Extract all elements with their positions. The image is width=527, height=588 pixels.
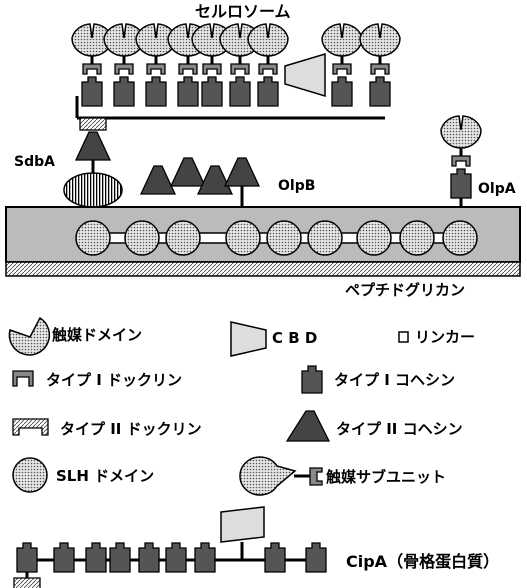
legend-cbd: C B D bbox=[272, 329, 317, 347]
legend: 触媒ドメイン C B D リンカー タイプ I ドックリン タイプ I コヘシン… bbox=[8, 316, 475, 496]
label-olpB: OlpB bbox=[278, 178, 315, 194]
legend-type1-cohesin-icon bbox=[301, 365, 323, 394]
label-olpA: OlpA bbox=[478, 181, 516, 197]
legend-slh-icon bbox=[12, 457, 48, 493]
cellulosome-title: セルロソーム bbox=[195, 2, 291, 21]
legend-type2-cohesin-icon bbox=[285, 410, 331, 442]
legend-type1-dockerin: タイプ I ドックリン bbox=[46, 371, 182, 389]
legend-linker-icon bbox=[398, 331, 409, 343]
legend-cbd-icon bbox=[230, 321, 267, 357]
slh-domains bbox=[75, 220, 478, 256]
label-cipA: CipA（骨格蛋白質） bbox=[346, 552, 499, 571]
legend-type2-dockerin: タイプ II ドックリン bbox=[60, 420, 202, 438]
peptidoglycan-layer bbox=[5, 261, 521, 277]
legend-catalytic-domain: 触媒ドメイン bbox=[52, 326, 142, 344]
legend-linker: リンカー bbox=[415, 328, 475, 346]
cipA-scaffold bbox=[13, 506, 327, 588]
label-sdbA: SdbA bbox=[14, 154, 55, 170]
legend-type1-dockerin-icon bbox=[12, 370, 34, 387]
label-peptidoglycan: ペプチドグリカン bbox=[345, 281, 465, 299]
legend-catalytic-icon bbox=[8, 316, 51, 356]
legend-catalytic-subunit: 触媒サブユニット bbox=[326, 468, 446, 486]
legend-type1-cohesin: タイプ I コヘシン bbox=[334, 371, 455, 389]
legend-type2-cohesin: タイプ II コヘシン bbox=[336, 420, 463, 438]
scaffold-units bbox=[71, 23, 401, 107]
legend-catalytic-subunit-icon bbox=[239, 456, 323, 496]
legend-slh-domain: SLH ドメイン bbox=[56, 467, 154, 485]
legend-type2-dockerin-icon bbox=[12, 418, 49, 436]
